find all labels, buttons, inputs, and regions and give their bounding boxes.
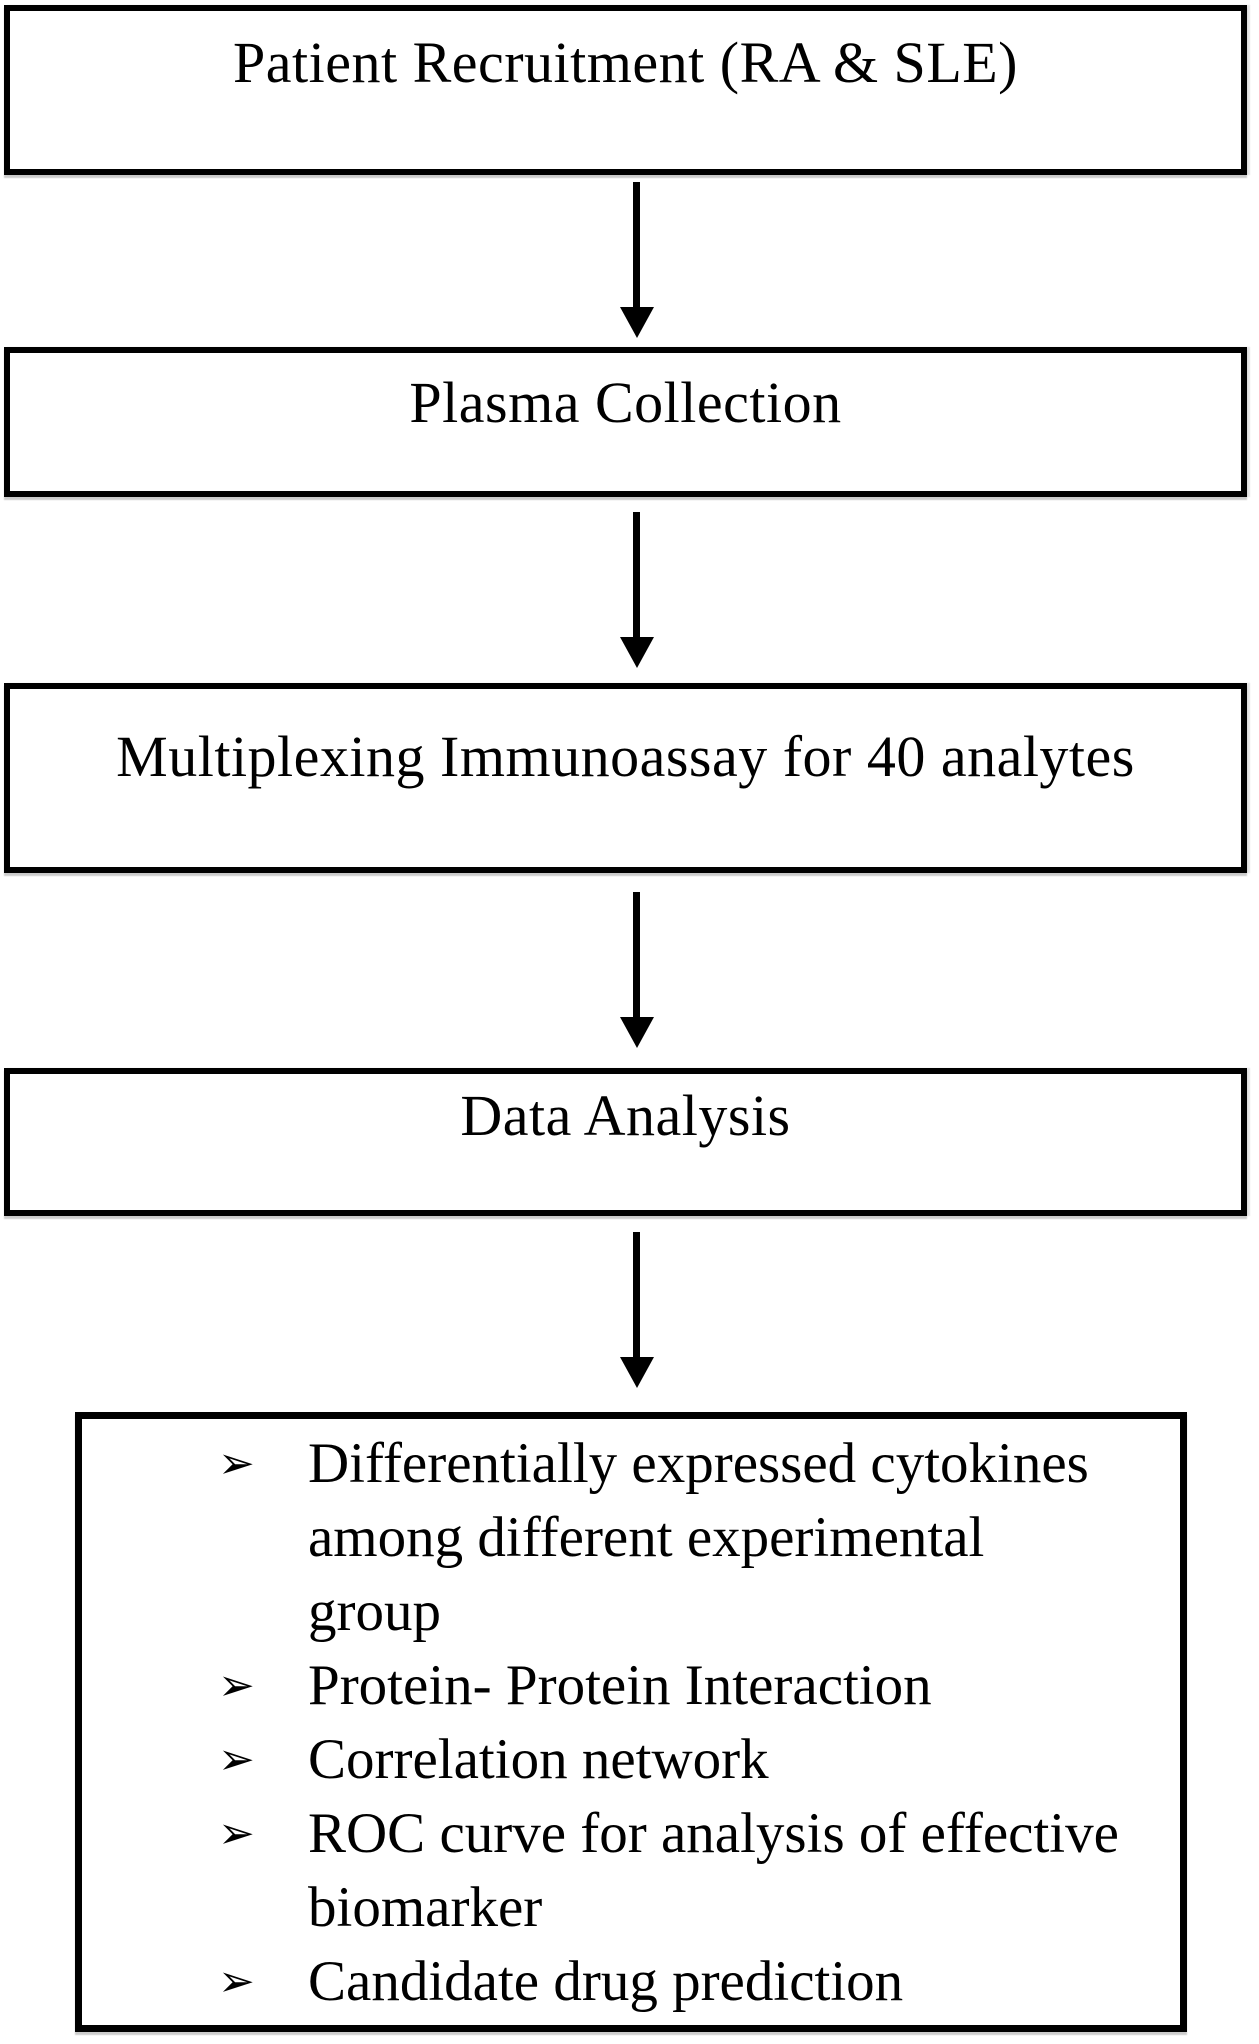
flow-node-multiplexing-immunoassay: Multiplexing Immunoassay for 40 analytes [4, 683, 1247, 873]
arrow-head [620, 1357, 654, 1388]
arrow-head [620, 1017, 654, 1048]
list-item: ➢ ROC curve for analysis of effective bi… [218, 1797, 1180, 1945]
flow-node-label: Data Analysis [460, 1083, 791, 1148]
arrowhead-bullet-icon: ➢ [218, 1438, 255, 1489]
list-item-text: ROC curve for analysis of effective biom… [308, 1802, 1119, 1939]
flow-node-plasma-collection: Plasma Collection [4, 347, 1247, 497]
arrow-stem [633, 1232, 640, 1357]
list-item-text: Correlation network [308, 1728, 769, 1791]
arrowhead-bullet-icon: ➢ [218, 1660, 255, 1711]
analysis-outcomes-list: ➢ Differentially expressed cytokines amo… [82, 1419, 1180, 2019]
list-item: ➢ Differentially expressed cytokines amo… [218, 1427, 1180, 1649]
arrow-stem [633, 892, 640, 1017]
list-item: ➢ Protein- Protein Interaction [218, 1649, 1180, 1723]
arrowhead-bullet-icon: ➢ [218, 1956, 255, 2007]
flow-node-label: Patient Recruitment (RA & SLE) [232, 30, 1018, 95]
arrow-head [620, 637, 654, 668]
arrow-head [620, 307, 654, 338]
arrow-stem [633, 512, 640, 637]
list-item-text: Differentially expressed cytokines among… [308, 1432, 1089, 1643]
arrow-stem [633, 182, 640, 307]
list-item-text: Protein- Protein Interaction [308, 1654, 932, 1717]
flow-node-label: Multiplexing Immunoassay for 40 analytes [116, 724, 1135, 789]
flow-node-data-analysis: Data Analysis [4, 1068, 1247, 1216]
flow-node-analysis-outcomes: ➢ Differentially expressed cytokines amo… [75, 1412, 1187, 2032]
list-item: ➢ Candidate drug prediction [218, 1945, 1180, 2019]
list-item: ➢ Correlation network [218, 1723, 1180, 1797]
arrowhead-bullet-icon: ➢ [218, 1808, 255, 1859]
arrowhead-bullet-icon: ➢ [218, 1734, 255, 1785]
list-item-text: Candidate drug prediction [308, 1950, 904, 2013]
flow-node-patient-recruitment: Patient Recruitment (RA & SLE) [4, 5, 1247, 175]
flow-node-label: Plasma Collection [409, 370, 842, 435]
